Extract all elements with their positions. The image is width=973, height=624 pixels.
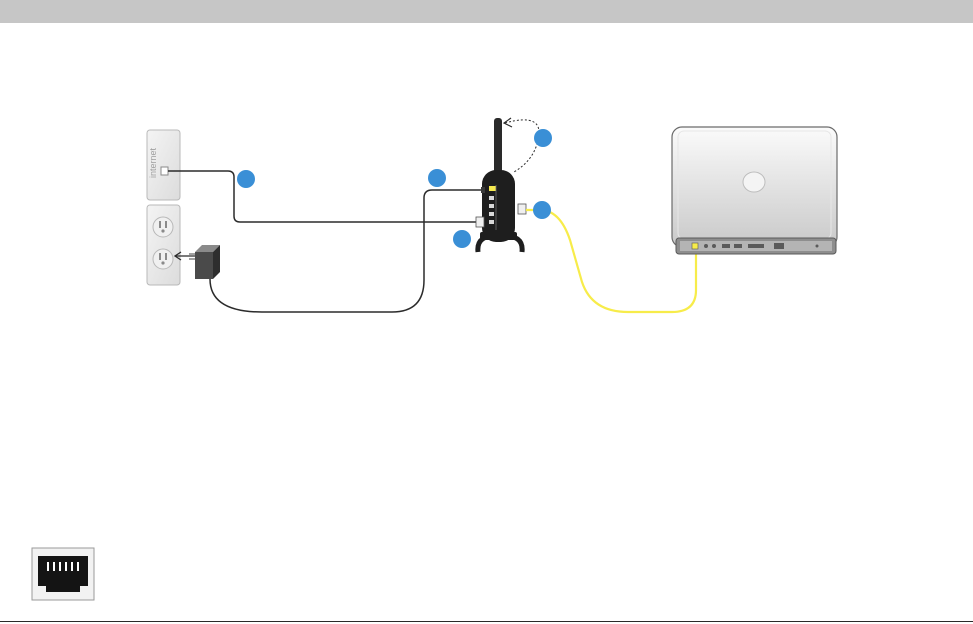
internet-wall-plate: internet (147, 130, 180, 200)
step-marker-power (453, 230, 471, 248)
modem-cable-connector (476, 217, 484, 227)
step-marker-router-modem-port (428, 169, 446, 187)
step-marker-lan-cable (533, 201, 551, 219)
laptop (672, 127, 837, 254)
lan-cable-router-connector (518, 204, 526, 214)
wireless-router (478, 118, 539, 252)
wall-jack (161, 167, 168, 175)
power-plug-connector (481, 187, 485, 193)
step-marker-antenna (534, 129, 552, 147)
lan-cable (526, 210, 696, 312)
power-adapter (189, 245, 220, 279)
step-marker-internet-cable (237, 170, 255, 188)
footer-rule (0, 621, 973, 622)
antenna-rotate-arrow-icon (505, 120, 539, 172)
power-cable (210, 190, 482, 312)
laptop-ethernet-port (692, 243, 698, 249)
laptop-logo-icon (743, 172, 765, 192)
ethernet-port-icon (32, 548, 94, 600)
power-outlet (147, 205, 180, 285)
wall-plate-label: internet (148, 147, 158, 178)
